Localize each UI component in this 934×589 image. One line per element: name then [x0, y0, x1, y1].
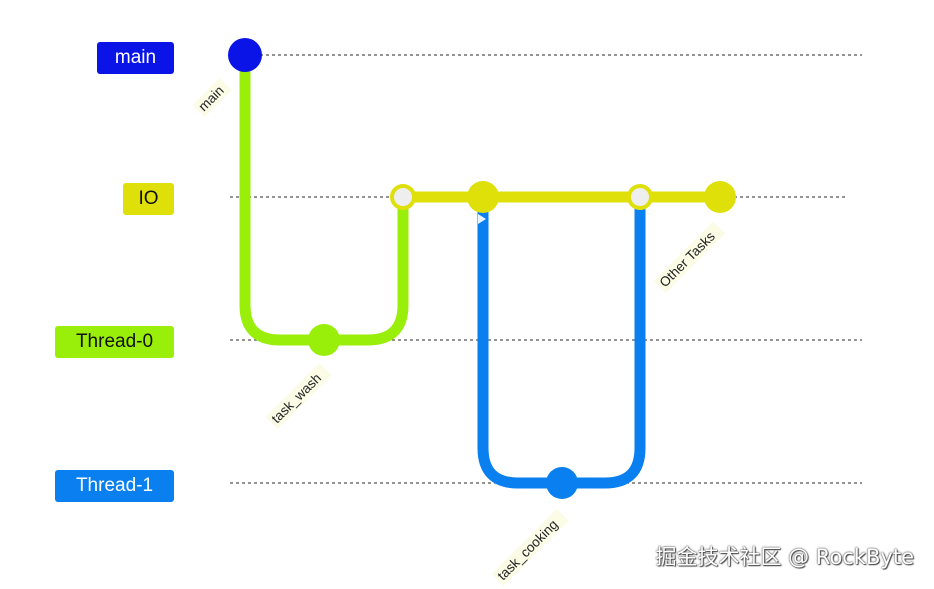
commit-label-task-cooking-group: task_cooking: [491, 508, 569, 586]
commit-label-main-group: main: [192, 78, 232, 117]
commit-label-task-cooking: task_cooking: [495, 517, 561, 583]
merge-commit-io-2[interactable]: [627, 184, 653, 210]
commit-label-task-wash-group: task_wash: [265, 363, 332, 429]
merge-commit-io-1[interactable]: [390, 184, 416, 210]
commit-io-fork[interactable]: [467, 181, 499, 213]
branch-label-main: main: [97, 42, 174, 74]
branch-label-thread-0: Thread-0: [55, 326, 174, 358]
branch-label-io: IO: [123, 183, 174, 215]
commit-other-tasks[interactable]: [704, 181, 736, 213]
watermark: 掘金技术社区 @ RockByte: [655, 545, 914, 569]
commit-label-task-wash: task_wash: [269, 370, 325, 426]
arrow-marker: [478, 214, 486, 224]
commit-task-wash[interactable]: [308, 324, 340, 356]
commit-label-other-tasks-group: Other Tasks: [653, 221, 726, 293]
commit-label-other-tasks: Other Tasks: [657, 229, 719, 291]
commit-main[interactable]: [228, 38, 262, 72]
commit-task-cooking[interactable]: [546, 467, 578, 499]
branch-label-thread-1: Thread-1: [55, 470, 174, 502]
